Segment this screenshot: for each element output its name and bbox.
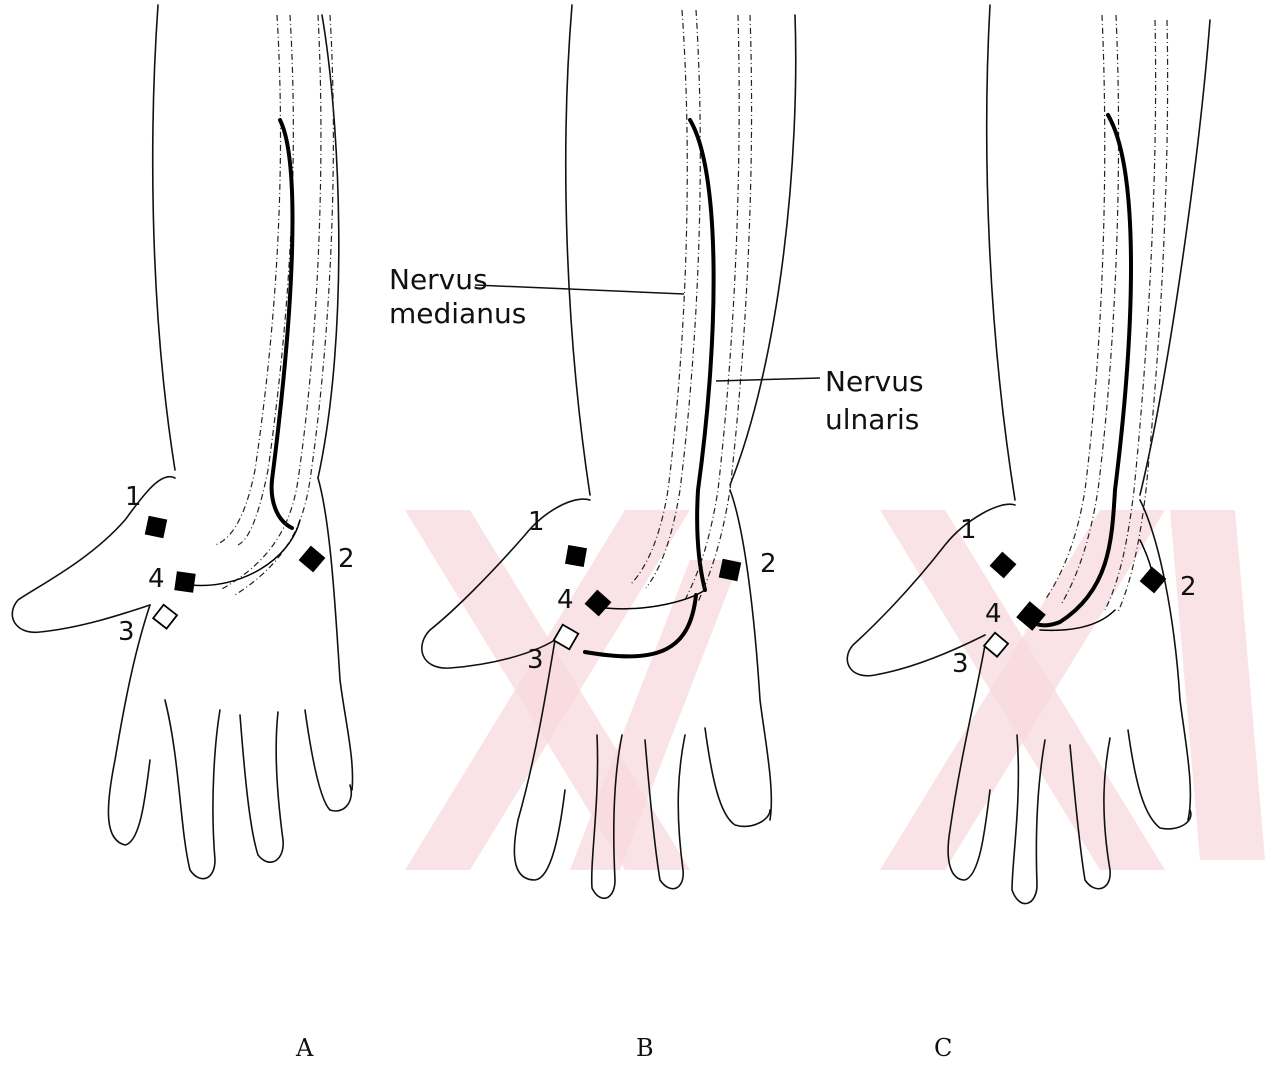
median-nerve (630, 10, 714, 590)
ulnar-nerve-annotation: Nervus ulnaris (716, 365, 924, 436)
annotation-line-1: Nervus (825, 365, 924, 398)
arm-outline (12, 5, 352, 879)
svg-text:4: 4 (148, 564, 165, 594)
svg-text:3: 3 (118, 617, 135, 647)
svg-text:3: 3 (952, 649, 969, 679)
ulnar-nerve (190, 15, 333, 595)
leader-line (475, 285, 684, 294)
svg-text:2: 2 (338, 544, 355, 574)
svg-text:2: 2 (760, 549, 777, 579)
annotation-line-1: Nervus (389, 263, 488, 296)
watermark (405, 510, 1265, 870)
electrode-1: 1 (528, 507, 586, 566)
svg-text:4: 4 (985, 599, 1002, 629)
electrode-2: 2 (299, 544, 354, 574)
median-nerve (215, 15, 293, 545)
svg-text:2: 2 (1180, 572, 1197, 602)
panel-letter: A (295, 1034, 314, 1062)
svg-text:3: 3 (527, 645, 544, 675)
leader-line (716, 378, 820, 381)
panel-letter: C (934, 1034, 952, 1062)
svg-text:1: 1 (960, 515, 977, 545)
panel-a: 1 2 3 4 A (12, 5, 354, 1062)
annotation-line-2: medianus (389, 297, 526, 330)
median-nerve-annotation: Nervus medianus (389, 263, 684, 330)
svg-text:4: 4 (557, 585, 574, 615)
electrode-1: 1 (125, 482, 167, 538)
svg-text:1: 1 (528, 507, 545, 537)
svg-text:1: 1 (125, 482, 142, 512)
electrode-4: 4 (148, 564, 195, 594)
annotation-line-2: ulnaris (825, 403, 919, 436)
panel-letter: B (636, 1034, 654, 1062)
